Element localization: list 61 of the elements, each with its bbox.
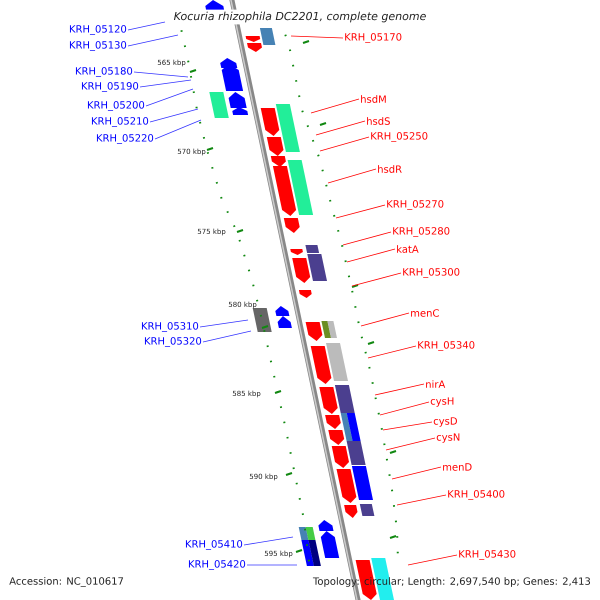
- gene-label: katA: [397, 245, 419, 253]
- gene-label: menD: [443, 463, 472, 471]
- gene-label: KRH_05300: [403, 268, 460, 278]
- leader-line: [316, 120, 366, 136]
- gene-label: hsdR: [378, 165, 402, 173]
- leader-line: [342, 232, 392, 246]
- gene-label: KRH_05220: [96, 134, 154, 144]
- gene-label: cysD: [434, 417, 457, 427]
- leader-line: [200, 320, 248, 328]
- leader-line: [146, 88, 194, 106]
- leader-line: [140, 80, 192, 88]
- gene-label: KRH_05200: [88, 101, 144, 111]
- gene-label: KRH_05400: [448, 490, 504, 500]
- leader-line: [336, 204, 386, 218]
- leader-line: [360, 312, 410, 326]
- leader-line: [346, 248, 396, 262]
- title: Kocuria rhizophila DC2201, complete genome: [172, 10, 428, 24]
- leader-line: [320, 136, 370, 152]
- leader-line: [396, 494, 446, 506]
- leader-line: [128, 34, 178, 46]
- leader-line: [374, 384, 424, 396]
- gene-label: KRH_05340: [418, 341, 474, 351]
- gene-label: KRH_05130: [70, 41, 126, 51]
- leader-line: [150, 108, 198, 122]
- footer-text: Topology: circular; Length: 2,697,540 bp; Genes: 2,413: [312, 577, 590, 587]
- gene-label: KRH_05280: [393, 227, 450, 237]
- gene-label: hsdM: [361, 95, 386, 103]
- leader-line: [382, 422, 432, 430]
- leader-line: [202, 330, 252, 342]
- footer-text: Accession: NC_010617: [9, 577, 124, 587]
- gene-label: KRH_05250: [371, 132, 428, 142]
- leader-line: [128, 22, 166, 30]
- leader-line: [246, 564, 298, 566]
- gene-label: KRH_05180: [76, 67, 132, 77]
- leader-line: [408, 554, 458, 566]
- gene-label: nirA: [426, 380, 446, 388]
- leader-line: [328, 168, 376, 184]
- gene-label: KRH_05170: [345, 33, 402, 43]
- leader-line: [386, 438, 436, 450]
- leader-line: [380, 402, 430, 416]
- gene-label: KRH_05320: [144, 337, 202, 347]
- gene-label: KRH_05430: [459, 550, 516, 560]
- leader-line: [352, 272, 402, 286]
- leader-line: [290, 36, 344, 38]
- leader-line: [368, 346, 416, 358]
- gene-label: KRH_05120: [70, 25, 126, 35]
- gene-label: cysH: [430, 397, 454, 407]
- gene-label: KRH_05270: [387, 200, 444, 210]
- gene-label: KRH_05210: [92, 117, 148, 127]
- gene-label: menC: [411, 309, 439, 317]
- leader-line: [244, 536, 294, 546]
- leader-line: [310, 98, 360, 114]
- gene-label: KRH_05410: [186, 540, 242, 550]
- gene-label: hsdS: [367, 117, 390, 125]
- gene-label: KRH_05420: [188, 560, 246, 570]
- gene-label: KRH_05310: [142, 322, 198, 332]
- leader-line: [392, 466, 442, 480]
- leader-line: [134, 72, 188, 78]
- gene-label: cysN: [436, 433, 460, 443]
- leader-line: [154, 120, 202, 140]
- gene-label: KRH_05190: [82, 82, 138, 92]
